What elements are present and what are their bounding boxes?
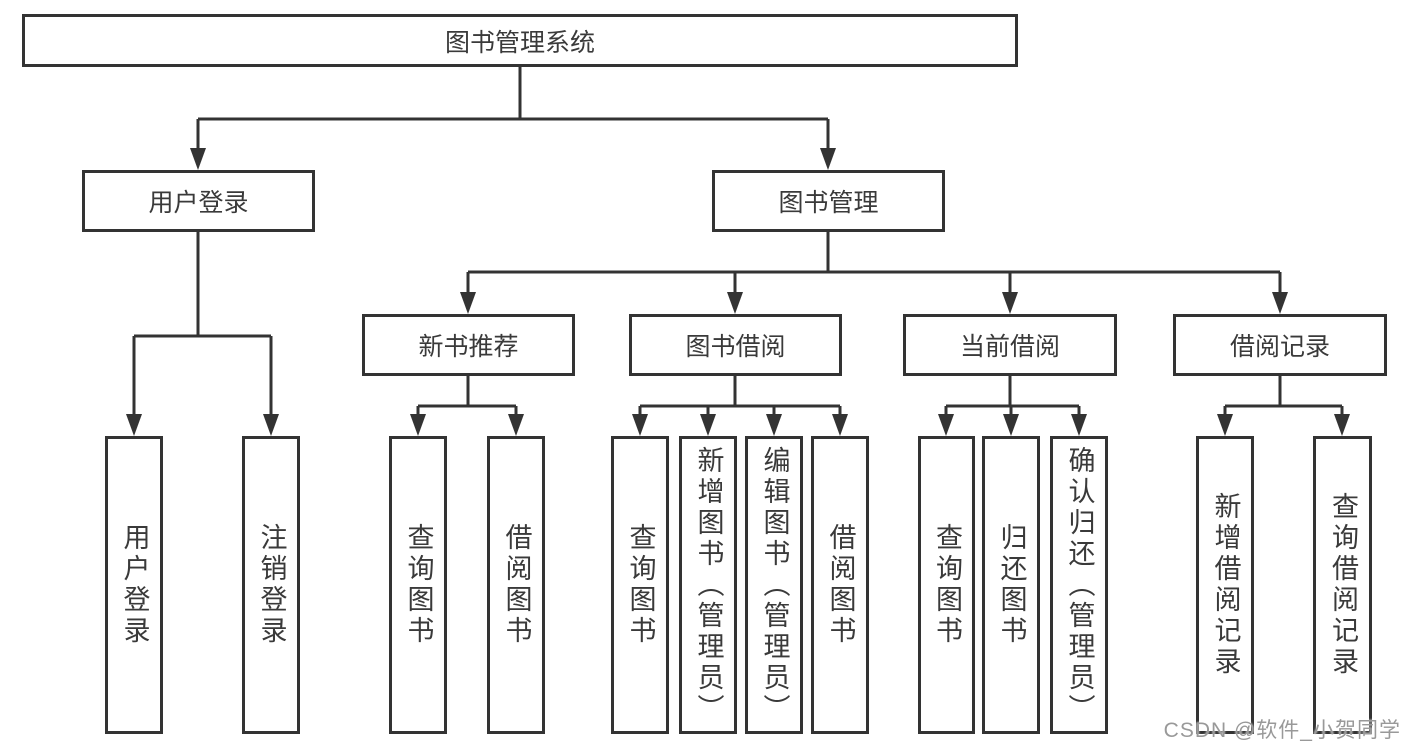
arrow-down-icon <box>727 292 743 314</box>
arrow-down-icon <box>410 414 426 436</box>
node-leaf-bb-query-books: 查询图书 <box>611 436 669 734</box>
node-leaf-cb-query-books: 查询图书 <box>918 436 975 734</box>
connector-borrow-records-leaves <box>1223 376 1344 416</box>
arrow-down-icon <box>1272 292 1288 314</box>
node-leaf-br-query-record: 查询借阅记录 <box>1313 436 1372 734</box>
arrow-down-icon <box>1002 292 1018 314</box>
node-leaf-cb-confirm-return: 确认归还（管理员） <box>1050 436 1108 734</box>
node-branch-borrow-records: 借阅记录 <box>1173 314 1387 376</box>
arrow-down-icon <box>1003 414 1019 436</box>
node-branch-book-management: 图书管理 <box>712 170 945 232</box>
connector-user-login-leaves <box>132 232 273 416</box>
node-leaf-logout: 注销登录 <box>242 436 300 734</box>
arrow-down-icon <box>190 148 206 170</box>
node-leaf-br-add-record: 新增借阅记录 <box>1196 436 1254 734</box>
connector-current-borrow-leaves <box>944 376 1081 416</box>
watermark: CSDN @软件_小贺同学 <box>1163 719 1401 742</box>
arrow-down-icon <box>1334 414 1350 436</box>
arrow-down-icon <box>820 148 836 170</box>
node-leaf-bb-borrow-books: 借阅图书 <box>811 436 869 734</box>
connector-book-borrow-leaves <box>638 376 842 416</box>
node-branch-user-login: 用户登录 <box>82 170 315 232</box>
arrow-down-icon <box>766 414 782 436</box>
node-branch-current-borrow: 当前借阅 <box>903 314 1117 376</box>
connector-new-book-leaves <box>416 376 518 416</box>
node-branch-book-borrow: 图书借阅 <box>629 314 842 376</box>
arrow-down-icon <box>700 414 716 436</box>
connector-root-branches <box>196 67 830 150</box>
arrow-down-icon <box>126 414 142 436</box>
arrow-down-icon <box>460 292 476 314</box>
node-branch-new-book-recommend: 新书推荐 <box>362 314 575 376</box>
node-leaf-cb-return-books: 归还图书 <box>982 436 1040 734</box>
arrow-down-icon <box>508 414 524 436</box>
arrow-down-icon <box>1071 414 1087 436</box>
node-leaf-nb-borrow-books: 借阅图书 <box>487 436 545 734</box>
connector-book-mgmt-branches <box>466 232 1282 294</box>
arrow-down-icon <box>938 414 954 436</box>
arrow-down-icon <box>1217 414 1233 436</box>
arrow-down-icon <box>263 414 279 436</box>
node-leaf-nb-query-books: 查询图书 <box>389 436 447 734</box>
node-root: 图书管理系统 <box>22 14 1018 67</box>
node-leaf-bb-edit-books: 编辑图书（管理员） <box>745 436 803 734</box>
arrow-down-icons <box>126 148 1350 436</box>
arrow-down-icon <box>632 414 648 436</box>
node-leaf-user-login: 用户登录 <box>105 436 163 734</box>
node-leaf-bb-add-books: 新增图书（管理员） <box>679 436 737 734</box>
arrow-down-icon <box>832 414 848 436</box>
